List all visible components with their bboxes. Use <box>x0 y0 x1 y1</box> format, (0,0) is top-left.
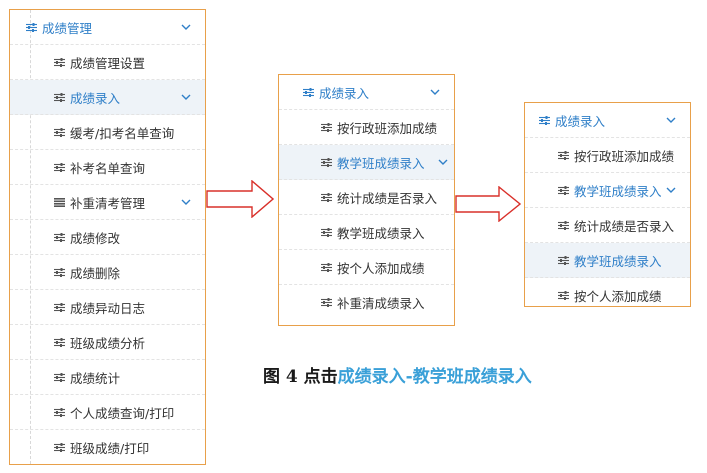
menu-item[interactable]: 补重清成绩录入 <box>279 285 454 320</box>
sliders-icon <box>54 372 65 382</box>
menu-item-label: 补重清考管理 <box>70 195 146 211</box>
menu-item-label: 教学班成绩录入 <box>337 225 425 241</box>
menu-item-score-entry[interactable]: 成绩录入 <box>10 80 205 115</box>
sliders-icon <box>54 162 65 172</box>
sliders-icon <box>539 115 550 125</box>
menu-item-label: 教学班成绩录入 <box>574 253 662 269</box>
menu-panel-2: 成绩录入 按行政班添加成绩 教学班成绩录入 统计成绩是否录入 教学班成绩录入 按… <box>278 74 455 326</box>
menu-item-label: 按行政班添加成绩 <box>337 120 438 136</box>
sliders-icon <box>54 127 65 137</box>
sliders-icon <box>321 298 332 307</box>
sliders-icon <box>303 87 314 97</box>
menu-item[interactable]: 成绩统计 <box>10 360 205 395</box>
menu-header-label: 成绩管理 <box>42 20 93 36</box>
chevron-down-icon <box>666 185 676 195</box>
sliders-icon <box>321 157 332 167</box>
menu-item[interactable]: 按个人添加成绩 <box>279 250 454 285</box>
menu-item-label: 成绩录入 <box>70 90 121 106</box>
menu-item-label: 补重清成绩录入 <box>337 296 425 311</box>
menu-item-label: 班级成绩分析 <box>70 335 146 351</box>
list-icon <box>54 197 65 207</box>
menu-item[interactable]: 班级成绩/打印 <box>10 430 205 465</box>
menu-item-label: 成绩管理设置 <box>70 55 146 71</box>
menu-item[interactable]: 按个人添加成绩 <box>525 278 690 313</box>
sliders-icon <box>26 22 37 32</box>
sliders-icon <box>54 267 65 277</box>
caption-highlight: 成绩录入-教学班成绩录入 <box>337 367 532 387</box>
sliders-icon <box>558 220 569 230</box>
menu-item[interactable]: 成绩管理设置 <box>10 45 205 80</box>
menu-item[interactable]: 缓考/扣考名单查询 <box>10 115 205 150</box>
menu-item-class-score-entry[interactable]: 教学班成绩录入 <box>525 243 690 278</box>
sliders-icon <box>54 92 65 102</box>
chevron-down-icon <box>666 115 676 125</box>
sliders-icon <box>54 337 65 347</box>
menu-item-label: 成绩异动日志 <box>70 300 146 316</box>
menu-item[interactable]: 补考名单查询 <box>10 150 205 185</box>
menu-item-label: 班级成绩/打印 <box>70 441 150 456</box>
menu-item-label: 成绩统计 <box>70 370 121 386</box>
menu-panel-1: 成绩管理 成绩管理设置 成绩录入 缓考/扣考名单查询 补考名单查询 补重清考管理… <box>9 9 206 465</box>
chevron-down-icon <box>181 197 191 207</box>
menu-item-label: 成绩删除 <box>70 265 121 281</box>
menu-item-label: 补考名单查询 <box>70 160 146 176</box>
sliders-icon <box>54 57 65 67</box>
menu-header-score-management[interactable]: 成绩管理 <box>10 10 205 45</box>
sliders-icon <box>321 262 332 272</box>
menu-item[interactable]: 统计成绩是否录入 <box>279 180 454 215</box>
menu-item[interactable]: 教学班成绩录入 <box>279 215 454 250</box>
menu-header-label: 成绩录入 <box>319 85 370 101</box>
menu-item-label: 按个人添加成绩 <box>574 289 662 304</box>
sliders-icon <box>54 407 65 417</box>
sliders-icon <box>558 255 569 265</box>
sliders-icon <box>54 232 65 242</box>
sliders-icon <box>558 185 569 195</box>
menu-item-label: 成绩修改 <box>70 230 121 246</box>
menu-item[interactable]: 成绩删除 <box>10 255 205 290</box>
chevron-down-icon <box>430 87 440 97</box>
menu-item-label: 按个人添加成绩 <box>337 260 425 276</box>
chevron-down-icon <box>181 92 191 102</box>
menu-panel-3: 成绩录入 按行政班添加成绩 教学班成绩录入 统计成绩是否录入 教学班成绩录入 按… <box>524 102 691 307</box>
sliders-icon <box>54 302 65 312</box>
menu-header-score-entry[interactable]: 成绩录入 <box>279 75 454 110</box>
arrow-right-icon <box>455 186 521 222</box>
menu-list-1: 成绩管理 成绩管理设置 成绩录入 缓考/扣考名单查询 补考名单查询 补重清考管理… <box>10 10 205 465</box>
menu-list-2: 成绩录入 按行政班添加成绩 教学班成绩录入 统计成绩是否录入 教学班成绩录入 按… <box>279 75 454 320</box>
menu-item-label: 教学班成绩录入 <box>574 183 662 199</box>
menu-item-retake-management[interactable]: 补重清考管理 <box>10 185 205 220</box>
menu-item[interactable]: 成绩修改 <box>10 220 205 255</box>
figure-caption: 图 4 点击成绩录入-教学班成绩录入 <box>263 362 532 387</box>
menu-item-class-score-entry-group[interactable]: 教学班成绩录入 <box>525 173 690 208</box>
menu-item[interactable]: 个人成绩查询/打印 <box>10 395 205 430</box>
menu-item-label: 统计成绩是否录入 <box>574 218 675 234</box>
menu-header-score-entry[interactable]: 成绩录入 <box>525 103 690 138</box>
menu-item-label: 按行政班添加成绩 <box>574 148 675 164</box>
menu-item-label: 缓考/扣考名单查询 <box>70 125 175 141</box>
sliders-icon <box>558 150 569 160</box>
menu-item-label: 教学班成绩录入 <box>337 155 425 171</box>
sliders-icon <box>558 291 569 300</box>
menu-list-3: 成绩录入 按行政班添加成绩 教学班成绩录入 统计成绩是否录入 教学班成绩录入 按… <box>525 103 690 313</box>
menu-item-label: 统计成绩是否录入 <box>337 190 438 206</box>
sliders-icon <box>321 122 332 132</box>
menu-item-label: 个人成绩查询/打印 <box>70 405 175 421</box>
chevron-down-icon <box>438 157 448 167</box>
sliders-icon <box>54 443 65 452</box>
sliders-icon <box>321 192 332 202</box>
arrow-right-icon <box>206 180 274 218</box>
menu-item[interactable]: 按行政班添加成绩 <box>279 110 454 145</box>
menu-item[interactable]: 班级成绩分析 <box>10 325 205 360</box>
chevron-down-icon <box>181 22 191 32</box>
menu-item-class-score-entry[interactable]: 教学班成绩录入 <box>279 145 454 180</box>
sliders-icon <box>321 227 332 237</box>
menu-item[interactable]: 成绩异动日志 <box>10 290 205 325</box>
tree-guide-line <box>30 10 32 464</box>
caption-prefix: 图 4 点击 <box>263 367 338 387</box>
menu-item[interactable]: 统计成绩是否录入 <box>525 208 690 243</box>
menu-item[interactable]: 按行政班添加成绩 <box>525 138 690 173</box>
menu-header-label: 成绩录入 <box>555 113 606 129</box>
